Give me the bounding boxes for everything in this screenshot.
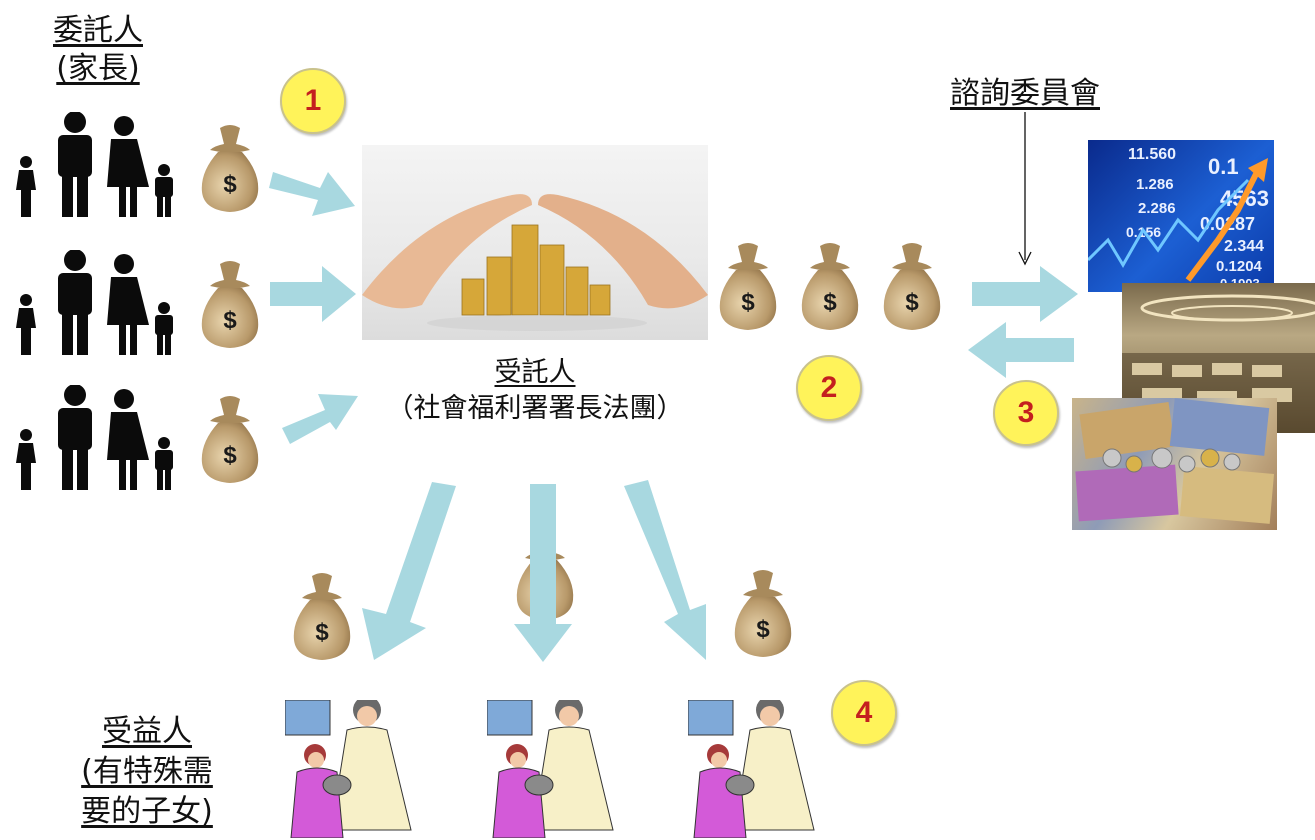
stock-number: 2.344 (1224, 238, 1265, 255)
beneficiary-subtitle-line1: (有特殊需 (81, 754, 213, 789)
stock-number: 0.1204 (1216, 258, 1262, 275)
money-bag-icon: $ (293, 573, 351, 660)
money-bag-icon: $ (201, 125, 259, 212)
step-badge-3: 3 (993, 380, 1059, 446)
currency-photo (1072, 398, 1277, 530)
svg-text:$: $ (223, 171, 237, 198)
arrow-family3-to-trustee (282, 394, 358, 444)
arrow-to-investment (972, 266, 1078, 322)
stock-number: 1.286 (1136, 176, 1174, 193)
svg-text:$: $ (223, 307, 237, 334)
svg-text:$: $ (905, 289, 919, 316)
arrow-from-investment (968, 322, 1074, 378)
stock-number: 11.560 (1128, 146, 1177, 163)
trustee-protection-photo (362, 145, 708, 340)
family-group-2 (16, 250, 173, 355)
settlor-title: 委託人 (53, 13, 143, 48)
beneficiary-child-illustration (688, 700, 815, 838)
step-badge-2: 2 (796, 355, 862, 421)
beneficiary-child-illustration (487, 700, 614, 838)
money-bag-icon: $ (719, 243, 777, 330)
money-bag-icon: $ (201, 396, 259, 483)
money-bag-icon: $ (734, 570, 792, 657)
arrow-family2-to-trustee (270, 266, 356, 322)
beneficiary-child-illustration (285, 700, 412, 838)
family-group-3 (16, 385, 173, 490)
money-bag-icon: $ (801, 243, 859, 330)
advisory-committee-label: 諮詢委員會 (950, 76, 1100, 111)
arrow-to-beneficiary-3 (624, 480, 706, 660)
money-bag-icon: $ (883, 243, 941, 330)
stock-number: 0.1 (1208, 154, 1239, 179)
step-badge-4: 4 (831, 680, 897, 746)
svg-text:$: $ (315, 619, 329, 646)
trustee-title: 受託人 (494, 357, 576, 388)
settlor-subtitle: (家長) (56, 51, 140, 86)
arrow-to-beneficiary-1 (362, 482, 456, 660)
svg-text:$: $ (756, 616, 770, 643)
trustee-subtitle: （社會福利署署長法團） (386, 393, 684, 424)
step-badge-1: 1 (280, 68, 346, 134)
settlor-label: 委託人 (家長) (38, 12, 158, 88)
beneficiary-title: 受益人 (102, 714, 192, 749)
beneficiary-label: 受益人 (有特殊需 要的子女) (72, 712, 222, 832)
stock-number: 2.286 (1138, 200, 1176, 217)
svg-text:$: $ (741, 289, 755, 316)
committee-pointer-head (1018, 251, 1032, 266)
svg-text:$: $ (823, 289, 837, 316)
arrow-to-beneficiary-2 (514, 484, 572, 662)
family-group-1 (16, 112, 173, 217)
svg-text:$: $ (223, 442, 237, 469)
beneficiary-subtitle-line2: 要的子女) (81, 794, 213, 829)
stock-market-photo: 11.560 0.1 1.286 2.286 4563 0.156 0.0287… (1088, 140, 1274, 292)
money-bag-icon: $ (201, 261, 259, 348)
arrow-family1-to-trustee (269, 172, 355, 216)
trustee-label: 受託人 （社會福利署署長法團） (360, 355, 710, 427)
